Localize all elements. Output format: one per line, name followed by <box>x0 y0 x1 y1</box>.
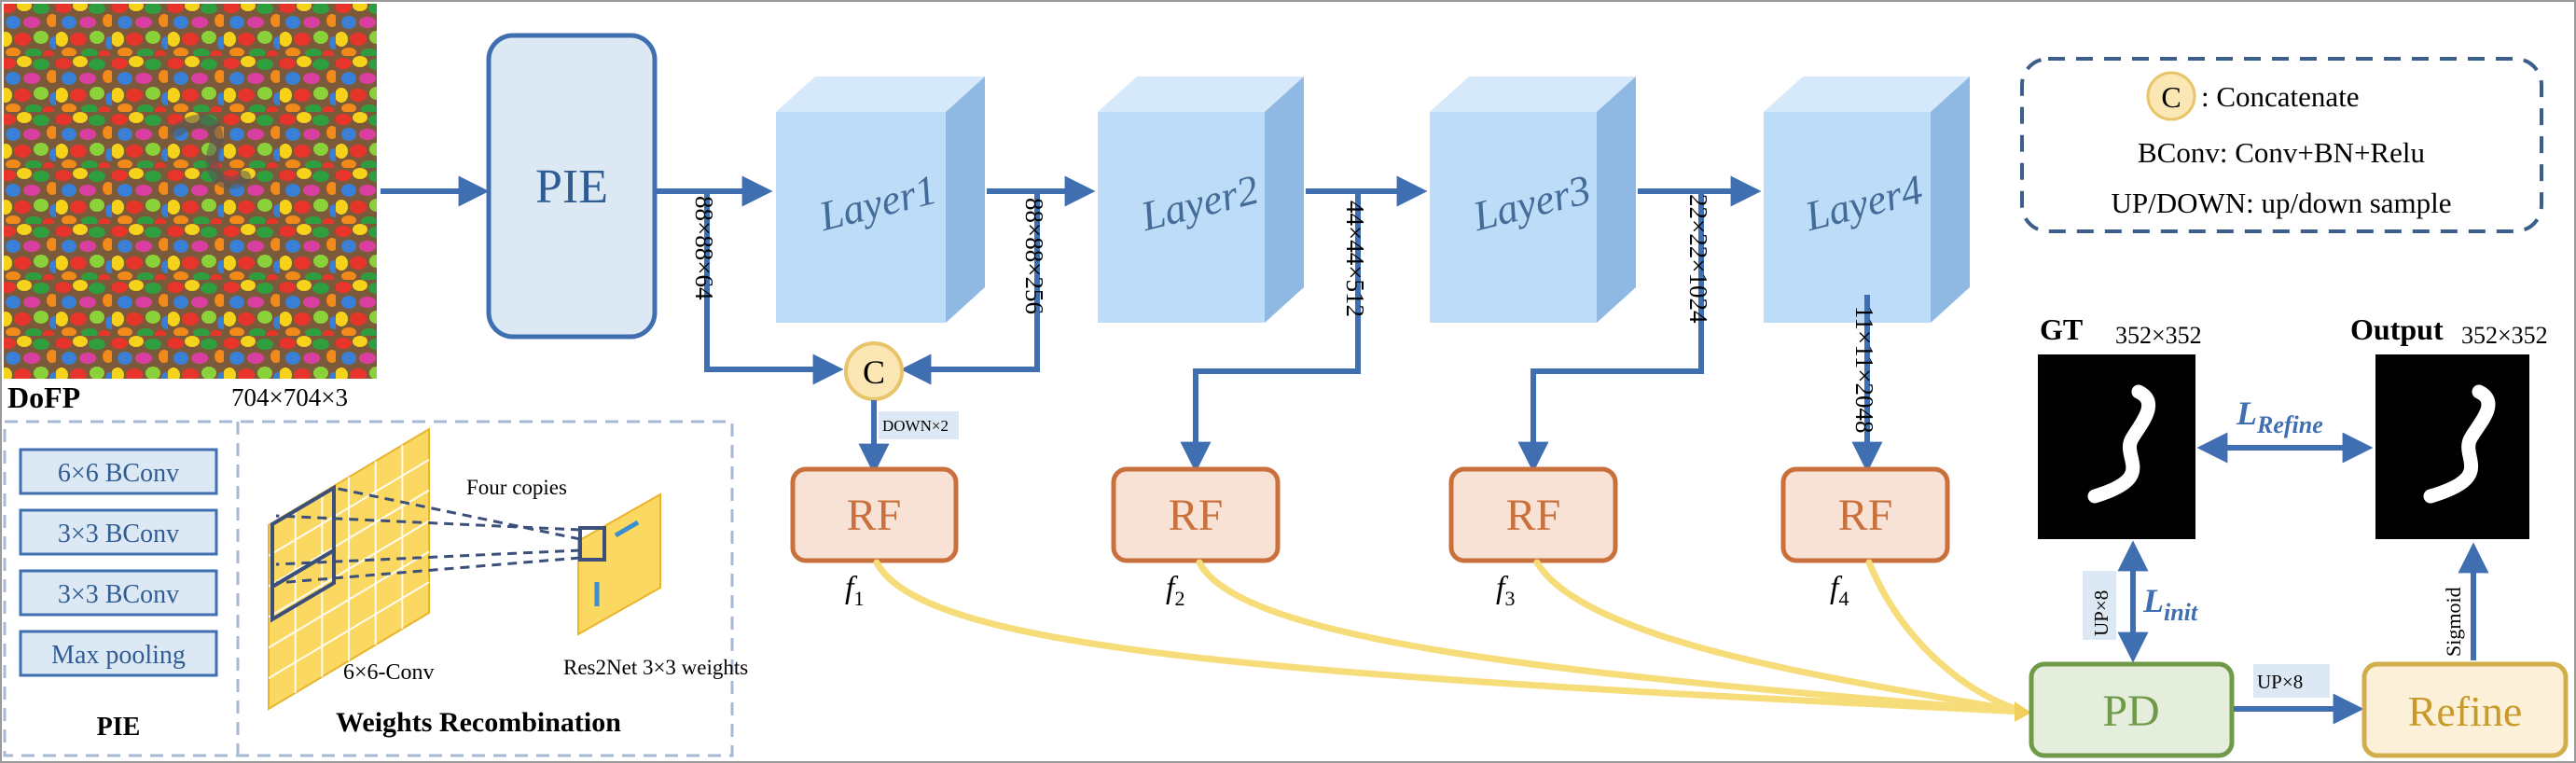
legend-bconv-text: BConv: Conv+BN+Relu <box>2138 136 2425 169</box>
gt-up-label: UP×8 <box>2090 590 2112 636</box>
copy-arrows <box>275 486 581 585</box>
pd-block <box>2029 661 2235 758</box>
curve-f2-to-pd <box>1196 559 2028 715</box>
feature-label-f1: f1 <box>845 571 864 610</box>
pd-block-label: PD <box>2102 687 2159 736</box>
feature-label-f3: f3 <box>1496 571 1515 610</box>
pie-item-6x6-bconv <box>19 448 218 495</box>
gt-label: GT <box>2040 312 2083 346</box>
feature-label-f4: f4 <box>1830 571 1849 610</box>
pie-item-max-pooling <box>19 630 218 677</box>
pie-item-3x3-bconv-b <box>19 569 218 617</box>
output-size: 352×352 <box>2461 322 2548 349</box>
dim-88x88x256: 88×88×256 <box>1020 198 1048 314</box>
output-mask-shape <box>2423 384 2496 504</box>
gt-mask-image <box>2038 354 2195 539</box>
layer3-block <box>1430 76 1636 323</box>
arrow-layer1-to-concat <box>900 191 1040 385</box>
down-label-bg <box>879 411 959 439</box>
layer2-block <box>1098 76 1304 323</box>
legend-concat-text: : Concatenate <box>2201 80 2360 113</box>
rf-label-2: RF <box>1169 491 1224 540</box>
pie-block-label: PIE <box>535 160 608 214</box>
arrow-pie-to-concat <box>704 191 844 385</box>
layer4-block <box>1764 76 1970 323</box>
curve-f3-to-pd <box>1533 559 2028 715</box>
pie-item-3x3-bconv-a <box>19 508 218 556</box>
rf-block-2 <box>1111 466 1281 563</box>
pie-item-4-label: Max pooling <box>51 641 186 670</box>
feature-label-f2: f2 <box>1166 571 1184 610</box>
refine-block <box>2361 661 2569 758</box>
concat-circle <box>844 341 904 401</box>
pie-item-3-label: 3×3 BConv <box>58 580 179 609</box>
loss-refine-label: LRefine <box>2236 395 2323 438</box>
output-mask-image <box>2375 354 2529 539</box>
input-label: DoFP <box>7 381 80 414</box>
res2net-label: Res2Net 3×3 weights <box>563 656 748 679</box>
weights-caption: Weights Recombination <box>336 707 621 738</box>
refine-block-label: Refine <box>2408 687 2523 735</box>
pd-refine-up-label: UP×8 <box>2257 671 2303 693</box>
pie-detail-caption: PIE <box>97 713 141 742</box>
rf-block-4 <box>1780 466 1950 563</box>
pie-item-2-label: 3×3 BConv <box>58 520 179 548</box>
arrow-layer2-to-rf2 <box>1180 191 1361 473</box>
concat-symbol: C <box>863 354 885 391</box>
dim-88x88x64: 88×88×64 <box>690 196 718 300</box>
loss-init-label: Linit <box>2142 582 2198 626</box>
rf-label-3: RF <box>1506 491 1561 540</box>
pie-block <box>486 33 658 340</box>
gt-up-label-bg <box>2083 571 2116 640</box>
dim-11x11x2048: 11×11×2048 <box>1850 306 1878 433</box>
legend-concat-circle <box>2146 71 2196 121</box>
output-label: Output <box>2350 312 2444 346</box>
layer1-block <box>776 76 985 323</box>
pd-refine-up-bg <box>2253 664 2330 698</box>
grid-line <box>268 581 430 680</box>
rf-block-3 <box>1448 466 1618 563</box>
pie-item-1-label: 6×6 BConv <box>58 459 179 488</box>
input-size: 704×704×3 <box>231 383 348 411</box>
curve-f4-to-pd <box>1865 559 2028 715</box>
sigmoid-label: Sigmoid <box>2442 587 2465 657</box>
input-image <box>4 4 377 379</box>
curve-arrowhead <box>2015 701 2031 722</box>
conv-6x6-label: 6×6-Conv <box>343 660 435 685</box>
legend-updown-text: UP/DOWN: up/down sample <box>2111 187 2451 219</box>
rf-label-4: RF <box>1838 491 1893 540</box>
dim-22x22x1024: 22×22×1024 <box>1684 194 1712 324</box>
res2net-highlight <box>578 526 606 562</box>
pie-detail-panel <box>3 420 734 757</box>
arrow-layer3-to-rf3 <box>1517 191 1704 473</box>
yellow-curves <box>873 559 2028 715</box>
grid-highlight-2 <box>270 547 336 623</box>
dim-44x44x512: 44×44×512 <box>1341 201 1369 317</box>
res2net-mark-a <box>614 520 640 538</box>
res2net-3x3-grid <box>577 492 661 636</box>
four-copies-label: Four copies <box>466 476 567 499</box>
gt-mask-shape <box>2087 384 2156 504</box>
rf-label-1: RF <box>847 491 902 540</box>
curve-f1-to-pd <box>873 559 2028 715</box>
gt-size: 352×352 <box>2115 322 2202 349</box>
down-label: DOWN×2 <box>882 417 949 435</box>
legend-concat-symbol: C <box>2161 80 2181 114</box>
